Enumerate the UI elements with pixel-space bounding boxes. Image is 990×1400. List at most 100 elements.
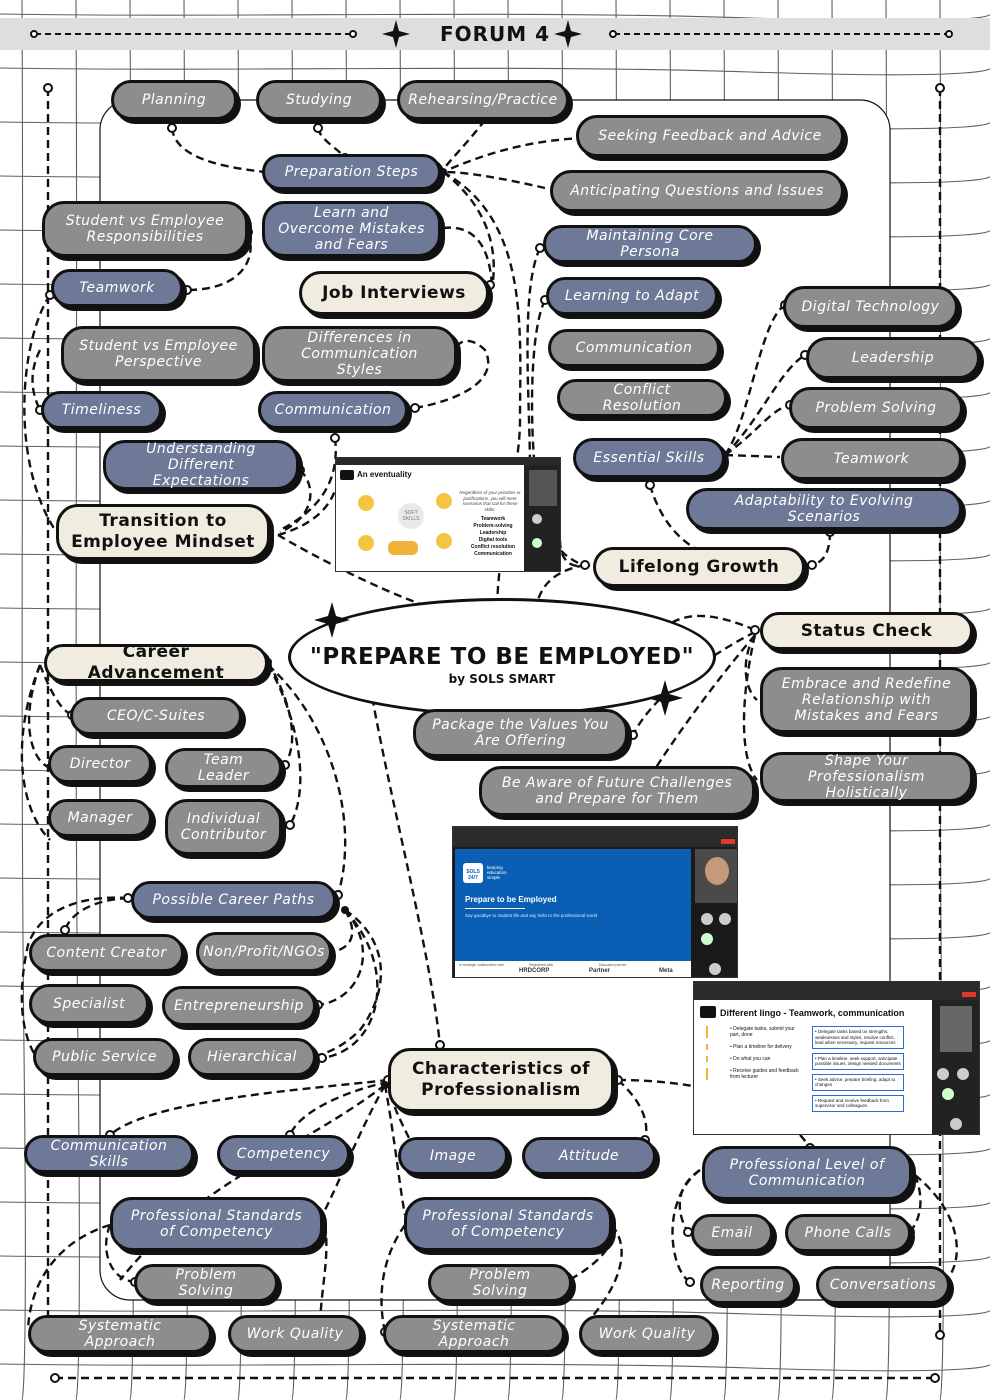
- node-learn-overcome[interactable]: Learn and Overcome Mistakes and Fears: [262, 201, 441, 257]
- node-communication-skills[interactable]: Communication Skills: [24, 1135, 194, 1173]
- node-hierarchical[interactable]: Hierarchical: [188, 1038, 316, 1076]
- node-attitude[interactable]: Attitude: [522, 1137, 656, 1175]
- slide-title: Prepare to be Employed: [465, 895, 557, 904]
- node-systematic-approach-2[interactable]: Systematic Approach: [383, 1315, 565, 1353]
- node-professional-level-communication[interactable]: Professional Level of Communication: [702, 1146, 912, 1200]
- header-decor: [30, 20, 953, 48]
- node-transition-mindset[interactable]: Transition to Employee Mindset: [56, 504, 270, 560]
- node-image[interactable]: Image: [398, 1137, 508, 1175]
- slide-title: An eventuality: [357, 470, 412, 479]
- node-work-quality-2[interactable]: Work Quality: [579, 1315, 715, 1353]
- slide-right-item: • Plan a timeline, seek support, anticip…: [812, 1052, 904, 1070]
- node-possible-career-paths[interactable]: Possible Career Paths: [131, 881, 336, 919]
- skill-item: Teamwork: [480, 516, 506, 522]
- node-job-interviews[interactable]: Job Interviews: [299, 271, 489, 315]
- meeting-screenshot-3: Different lingo - Teamwork, communicatio…: [693, 981, 980, 1135]
- skill-item: Leadership: [479, 530, 507, 536]
- node-career-advancement[interactable]: Career Advancement: [44, 642, 268, 683]
- node-timeliness[interactable]: Timeliness: [41, 391, 162, 429]
- node-leadership[interactable]: Leadership: [806, 337, 980, 379]
- slide-right-item: • Request and receive feedback from supe…: [812, 1094, 904, 1112]
- node-digital-technology[interactable]: Digital Technology: [783, 286, 958, 328]
- node-shape-professionalism[interactable]: Shape Your Professionalism Holistically: [760, 752, 973, 802]
- central-topic-ellipse: [288, 598, 716, 716]
- skill-item: Communication: [474, 551, 512, 557]
- skill-item: Digital tools: [478, 537, 508, 543]
- meeting-screenshot-1: An eventuality SOFT SKILLS Regardless of…: [335, 457, 561, 572]
- node-anticipating[interactable]: Anticipating Questions and Issues: [550, 170, 844, 212]
- node-be-aware[interactable]: Be Aware of Future Challenges and Prepar…: [479, 766, 755, 816]
- node-work-quality-1[interactable]: Work Quality: [228, 1315, 362, 1353]
- node-lifelong-growth[interactable]: Lifelong Growth: [593, 547, 805, 587]
- node-phone-calls[interactable]: Phone Calls: [785, 1214, 911, 1252]
- node-communication-left[interactable]: Communication: [258, 391, 408, 429]
- node-systematic-approach-1[interactable]: Systematic Approach: [28, 1315, 212, 1353]
- partner-logo: Meta: [659, 968, 673, 974]
- page-title: FORUM 4: [439, 22, 551, 46]
- node-problem-solving-2[interactable]: Problem Solving: [428, 1264, 572, 1302]
- node-conversations[interactable]: Conversations: [816, 1266, 950, 1304]
- partner-label: Registered with: [529, 963, 554, 967]
- sparkle-icon: [554, 20, 582, 48]
- node-specialist[interactable]: Specialist: [29, 984, 149, 1024]
- slide-title: Different lingo - Teamwork, communicatio…: [720, 1008, 905, 1018]
- node-embrace-redefine[interactable]: Embrace and Redefine Relationship with M…: [760, 667, 973, 733]
- partner-logo: HRDCORP: [519, 968, 550, 974]
- node-reporting[interactable]: Reporting: [700, 1266, 796, 1304]
- node-email[interactable]: Email: [691, 1214, 773, 1252]
- node-teamwork-left[interactable]: Teamwork: [51, 269, 183, 307]
- node-individual-contributor[interactable]: Individual Contributor: [165, 799, 282, 855]
- node-understanding-expectations[interactable]: Understanding Different Expectations: [103, 440, 299, 490]
- slide-left-item: • Receive guides and feedback from lectu…: [706, 1068, 806, 1080]
- central-subtitle: by SOLS SMART: [448, 672, 556, 686]
- skill-item: Conflict resolution: [470, 544, 516, 550]
- node-problem-solving-1[interactable]: Problem Solving: [134, 1264, 278, 1302]
- slide-right-column: • Delegate tasks based on strengths, wea…: [812, 1026, 904, 1116]
- node-public-service[interactable]: Public Service: [33, 1038, 176, 1076]
- node-adaptability[interactable]: Adaptability to Evolving Scenarios: [686, 488, 962, 530]
- slide-left-item: • Delegate tasks, submit your part, done: [706, 1026, 806, 1038]
- node-entrepreneurship[interactable]: Entrepreneurship: [162, 986, 316, 1026]
- slide-right-item: • Delegate tasks based on strengths, wea…: [812, 1026, 904, 1049]
- node-package-values[interactable]: Package the Values You Are Offering: [413, 709, 628, 757]
- slide-left-column: • Delegate tasks, submit your part, done…: [706, 1026, 806, 1086]
- slide-body: Regardless of your priorities or justifi…: [459, 490, 521, 512]
- node-non-profit[interactable]: Non/Profit/NGOs: [196, 932, 332, 972]
- node-ceo[interactable]: CEO/C-Suites: [70, 697, 242, 735]
- partner-logo: Partner: [589, 968, 611, 974]
- node-competency[interactable]: Competency: [217, 1135, 350, 1173]
- node-student-vs-employee-perspective[interactable]: Student vs Employee Perspective: [61, 326, 256, 382]
- node-rehearsing[interactable]: Rehearsing/Practice: [397, 80, 569, 120]
- node-status-check[interactable]: Status Check: [760, 612, 973, 650]
- node-conflict-resolution[interactable]: Conflict Resolution: [557, 379, 727, 417]
- node-preparation-steps[interactable]: Preparation Steps: [262, 154, 441, 190]
- node-professional-standards-1[interactable]: Professional Standards of Competency: [110, 1197, 323, 1251]
- slide-right-item: • Seek advice, prepare briefing, adapt t…: [812, 1073, 904, 1091]
- node-differences-communication[interactable]: Differences in Communication Styles: [262, 326, 457, 382]
- node-content-creator[interactable]: Content Creator: [29, 934, 184, 972]
- soft-skills-badge: SOFT SKILLS: [402, 510, 420, 522]
- skill-item: Problem-solving: [473, 523, 513, 529]
- central-title: "PREPARE TO BE EMPLOYED": [309, 644, 695, 670]
- node-characteristics-professionalism[interactable]: Characteristics of Professionalism: [388, 1048, 614, 1112]
- node-maintaining-core-persona[interactable]: Maintaining Core Persona: [543, 225, 757, 263]
- node-learning-to-adapt[interactable]: Learning to Adapt: [546, 277, 718, 315]
- node-director[interactable]: Director: [48, 745, 152, 783]
- node-communication-right[interactable]: Communication: [548, 329, 720, 367]
- node-team-leader[interactable]: Team Leader: [165, 748, 282, 788]
- node-professional-standards-2[interactable]: Professional Standards of Competency: [404, 1197, 612, 1251]
- node-manager[interactable]: Manager: [48, 799, 152, 837]
- node-problem-solving-right[interactable]: Problem Solving: [789, 387, 963, 429]
- slide-logo: SOLS 24/7: [466, 869, 480, 881]
- node-essential-skills[interactable]: Essential Skills: [573, 438, 725, 478]
- node-planning[interactable]: Planning: [111, 80, 237, 120]
- slide-left-item: • Plan a timeline for delivery: [706, 1044, 806, 1050]
- slide-tagline: keeping education simple: [487, 865, 507, 880]
- node-seeking-feedback[interactable]: Seeking Feedback and Advice: [576, 115, 844, 157]
- slide-subtitle: Say goodbye to student life and say hell…: [465, 913, 598, 918]
- node-student-vs-employee-responsibilities[interactable]: Student vs Employee Responsibilities: [42, 201, 248, 257]
- node-studying[interactable]: Studying: [256, 80, 382, 120]
- node-teamwork-right[interactable]: Teamwork: [781, 438, 962, 480]
